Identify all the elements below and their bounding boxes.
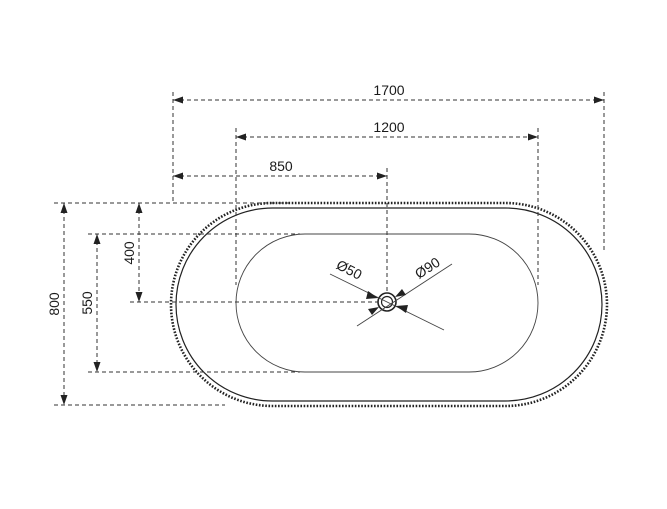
dim-drain-diameter: Ø90 bbox=[412, 254, 443, 282]
tub-outer-fluted-edge bbox=[169, 201, 609, 408]
dim-waste-diameter: Ø50 bbox=[334, 256, 365, 282]
dim-drain-offset: 850 bbox=[269, 158, 293, 174]
waste-arrow-right bbox=[396, 305, 408, 313]
waste-arrow-left bbox=[366, 291, 378, 299]
dim-inner-width: 550 bbox=[79, 291, 95, 315]
dim-overall-length: 1700 bbox=[373, 82, 404, 98]
drain-arrow-top bbox=[395, 289, 406, 297]
dim-drain-side-offset: 400 bbox=[121, 241, 137, 265]
tub-outer-rim bbox=[175, 207, 603, 402]
dim-overall-width: 800 bbox=[46, 292, 62, 316]
drain-arrow-bottom bbox=[368, 307, 379, 315]
dim-inner-length: 1200 bbox=[373, 119, 404, 135]
